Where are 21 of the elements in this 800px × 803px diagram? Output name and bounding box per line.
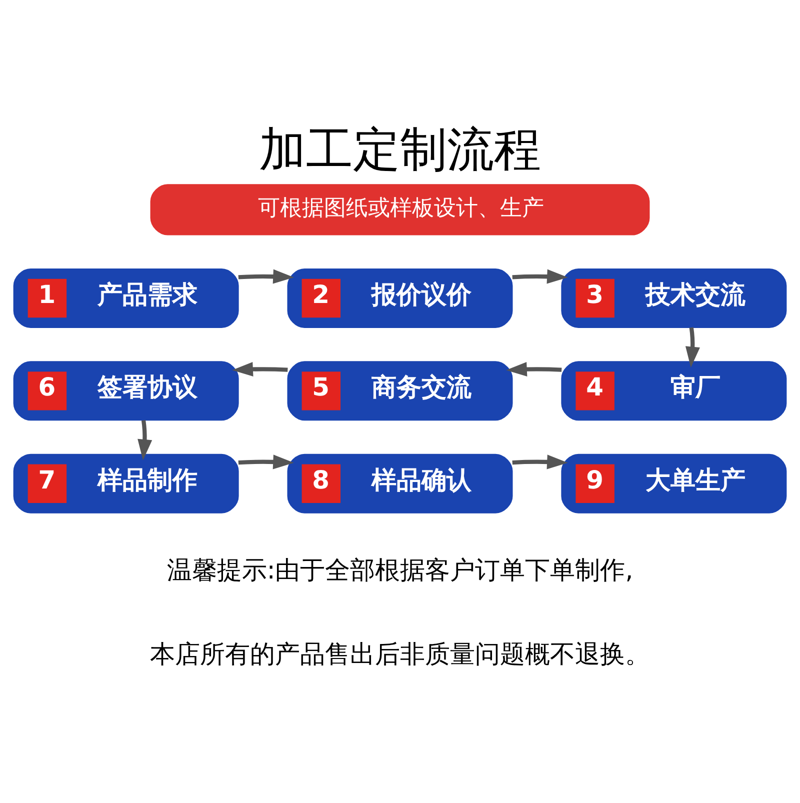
node-box: 可根据图纸或样板设计、生产 <box>150 184 650 235</box>
arrow <box>512 268 568 284</box>
arrow <box>238 454 294 469</box>
node-box: 7 样品制作 <box>13 453 239 513</box>
node-box: 1 产品需求 <box>13 268 239 328</box>
node-box: 9 大单生产 <box>561 453 787 513</box>
arrow <box>138 419 152 460</box>
node-box: 5 商务交流 <box>287 360 513 420</box>
arrow <box>685 326 700 368</box>
diagram-title: 加工定制流程 <box>259 122 541 178</box>
label: 温馨提示:由于全部根据客户订单下单制作, <box>166 554 634 584</box>
node-box: 3 技术交流 <box>561 268 787 328</box>
arrow <box>238 268 294 284</box>
arrow <box>512 454 568 469</box>
node-box: 6 签署协议 <box>13 360 239 420</box>
arrow <box>232 361 288 376</box>
node-box: 2 报价议价 <box>287 268 513 328</box>
label: 本店所有的产品售出后非质量问题概不退换。 <box>150 639 650 668</box>
node-box: 8 样品确认 <box>287 453 513 513</box>
arrow <box>506 361 562 376</box>
node-box: 4 审厂 <box>561 360 787 420</box>
